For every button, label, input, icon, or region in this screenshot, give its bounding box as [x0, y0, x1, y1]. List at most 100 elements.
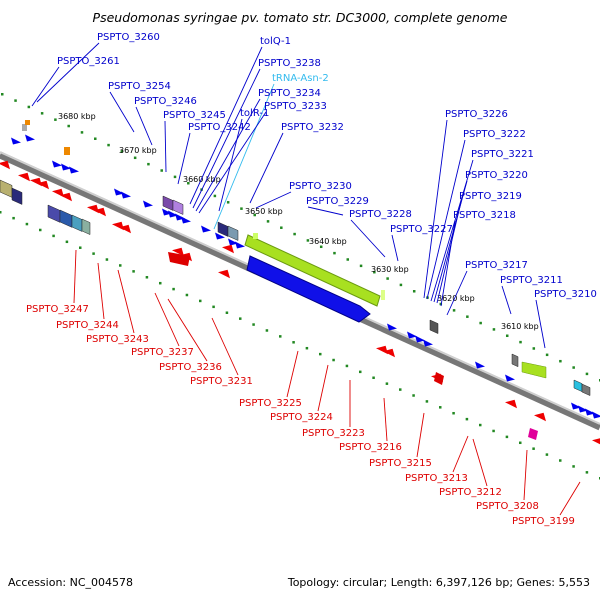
- tick-dot: [305, 346, 309, 350]
- tick-dot: [145, 276, 149, 279]
- kbp-label: 3670 kbp: [119, 146, 157, 155]
- leader-line: [198, 111, 267, 214]
- leader-line: [255, 191, 292, 209]
- leader-line: [213, 83, 275, 230]
- tick-dot: [452, 309, 456, 312]
- forward-gene-arrow: [387, 323, 397, 331]
- tick-dot: [425, 400, 429, 403]
- forward-gene-arrow: [11, 137, 21, 145]
- tick-dot: [359, 264, 363, 268]
- gene-label-tolr-1: tolR-1: [240, 108, 269, 119]
- gene-label-pspto_3242: PSPTO_3242: [188, 122, 251, 133]
- gene-label-pspto_3221: PSPTO_3221: [471, 149, 534, 160]
- leader-line: [350, 219, 386, 258]
- tick-dot: [505, 334, 509, 338]
- tick-dot: [253, 213, 256, 217]
- leader-line: [433, 180, 468, 303]
- gene-label-pspto_3243: PSPTO_3243: [86, 334, 149, 345]
- leader-line: [440, 220, 456, 307]
- tick-dot: [173, 175, 177, 179]
- tick-dot: [399, 283, 403, 287]
- tick-dot: [54, 118, 57, 121]
- leader-line: [472, 438, 488, 487]
- tick-dot: [280, 226, 283, 229]
- forward-gene-arrow: [69, 166, 79, 174]
- gene-label-pspto_3236: PSPTO_3236: [159, 362, 222, 373]
- cds-box: [81, 218, 91, 235]
- cds-box: [71, 214, 83, 232]
- gene-label-pspto_3220: PSPTO_3220: [465, 170, 528, 181]
- tick-dot: [505, 435, 509, 439]
- leader-line: [135, 106, 153, 146]
- gene-features: [0, 120, 600, 445]
- kbp-label: 3630 kbp: [371, 265, 409, 274]
- reverse-gene-arrow: [112, 221, 124, 231]
- forward-gene-arrow: [571, 402, 581, 410]
- reverse-gene-block: [434, 372, 444, 385]
- tick-dot: [372, 376, 375, 380]
- cds-bar-green[interactable]: [244, 234, 381, 307]
- kbp-label: 3620 kbp: [437, 294, 475, 303]
- reverse-gene-arrow: [0, 160, 10, 170]
- tick-dot: [465, 417, 469, 421]
- cds-box: [162, 195, 174, 211]
- kbp-label: 3660 kbp: [183, 175, 221, 184]
- gene-label-pspto_3261: PSPTO_3261: [57, 56, 120, 67]
- cds-box: [47, 204, 61, 223]
- reverse-gene-arrow: [376, 345, 388, 355]
- tick-dot: [319, 352, 322, 356]
- leader-line: [383, 397, 388, 442]
- feature-small: [64, 147, 70, 155]
- leader-line: [535, 299, 546, 349]
- forward-gene-arrow: [585, 408, 595, 416]
- cds-box: [511, 353, 519, 368]
- tick-dot: [412, 394, 415, 397]
- feature-small: [25, 120, 30, 125]
- cds-box: [581, 383, 591, 396]
- tick-dot: [385, 382, 389, 385]
- tick-dot: [185, 293, 189, 297]
- reverse-strand-labels: PSPTO_3247PSPTO_3244PSPTO_3243PSPTO_3237…: [26, 249, 581, 527]
- gene-label-pspto_3231: PSPTO_3231: [190, 376, 253, 387]
- tick-dot: [199, 299, 202, 303]
- forward-gene-arrow: [475, 361, 485, 369]
- tick-dot: [105, 258, 109, 261]
- leader-line: [249, 132, 284, 204]
- cds-box: [217, 221, 229, 237]
- tick-dot: [399, 388, 402, 391]
- reverse-gene-arrow: [505, 399, 517, 409]
- tick-dot: [439, 302, 443, 306]
- tick-dot: [559, 359, 562, 363]
- accession-text: Accession: NC_004578: [8, 576, 133, 589]
- cds-box: [429, 319, 439, 334]
- leader-line: [523, 449, 528, 501]
- tick-dot: [65, 240, 69, 244]
- gene-label-pspto_3228: PSPTO_3228: [349, 209, 412, 220]
- tick-dot: [532, 447, 535, 450]
- gene-label-pspto_3225: PSPTO_3225: [239, 398, 302, 409]
- gene-label-pspto_3237: PSPTO_3237: [131, 347, 194, 358]
- feature-small: [22, 124, 27, 131]
- kbp-label: 3650 kbp: [245, 207, 283, 216]
- tick-dot: [585, 372, 589, 376]
- forward-gene-arrow: [61, 163, 71, 171]
- tick-dot: [332, 358, 335, 362]
- reverse-gene-block: [168, 252, 190, 266]
- forward-gene-arrow: [423, 339, 433, 347]
- tick-dot: [545, 353, 549, 357]
- reverse-gene-arrow: [94, 207, 106, 217]
- leader-line: [211, 317, 239, 376]
- gene-label-pspto_3230: PSPTO_3230: [289, 181, 352, 192]
- kbp-label: 3610 kbp: [501, 322, 539, 331]
- forward-gene-arrow: [143, 200, 153, 208]
- tick-dot: [213, 194, 217, 198]
- gene-label-tolq-1: tolQ-1: [260, 36, 291, 47]
- forward-gene-arrow: [578, 405, 588, 413]
- gene-label-pspto_3254: PSPTO_3254: [108, 81, 171, 92]
- gene-label-pspto_3223: PSPTO_3223: [302, 428, 365, 439]
- kbp-label: 3680 kbp: [58, 112, 96, 121]
- tick-dot: [519, 441, 522, 445]
- cds-bar-blue[interactable]: [246, 255, 371, 323]
- reverse-gene-arrow: [119, 224, 131, 234]
- reverse-gene-arrow: [60, 192, 72, 202]
